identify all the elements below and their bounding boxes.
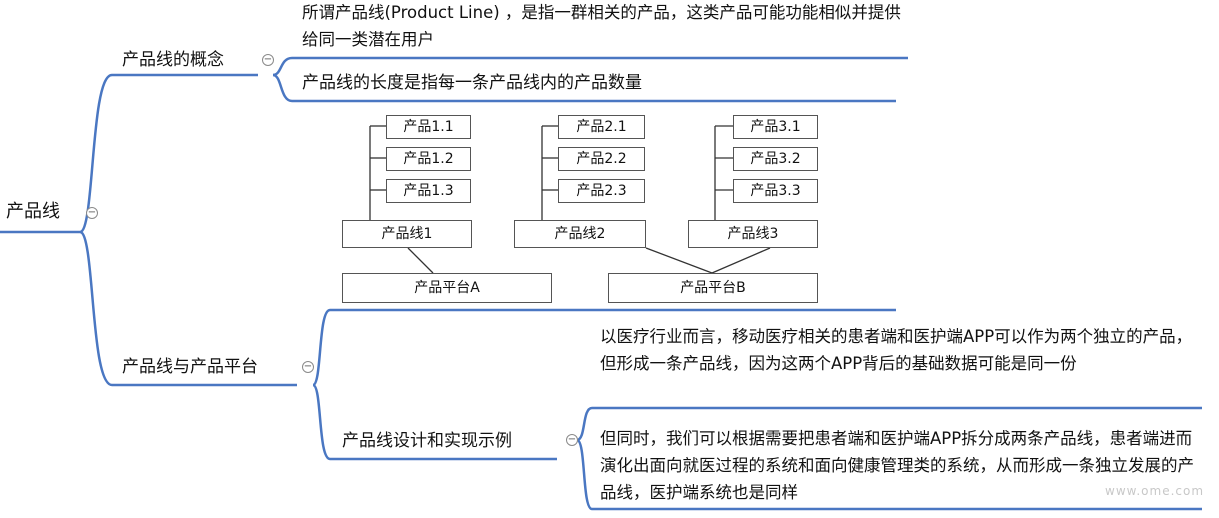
tree-connectors-3 — [714, 125, 733, 220]
concept-def2-text[interactable]: 产品线的长度是指每一条产品线内的产品数量 — [302, 73, 642, 93]
product-line-box[interactable]: 产品线3 — [688, 220, 818, 248]
product-box[interactable]: 产品1.2 — [386, 147, 471, 171]
example-node-label[interactable]: 产品线设计和实现示例 — [342, 431, 512, 451]
platform-connectors — [407, 247, 771, 274]
platform-to-diagram-curve — [311, 308, 896, 387]
example-collapse-icon[interactable]: − — [566, 434, 578, 446]
tree-connectors-1 — [369, 125, 386, 220]
product-line-box[interactable]: 产品线1 — [342, 220, 472, 248]
product-box[interactable]: 产品3.2 — [733, 147, 818, 171]
example-to-example-desc-curve — [575, 438, 1202, 511]
example-to-desc-curve — [576, 406, 1202, 442]
product-box[interactable]: 产品1.1 — [386, 115, 471, 139]
platform-collapse-icon[interactable]: − — [302, 361, 314, 373]
platform-to-example-curve — [311, 383, 557, 461]
root-to-platform-curve — [78, 230, 297, 387]
product-platform-box[interactable]: 产品平台A — [342, 273, 552, 303]
watermark-text: www.ome.com — [1105, 484, 1205, 498]
product-box[interactable]: 产品1.3 — [386, 179, 471, 203]
concept-to-def2-curve — [272, 73, 896, 103]
platform-node-label[interactable]: 产品线与产品平台 — [122, 357, 258, 377]
product-box[interactable]: 产品2.2 — [558, 147, 645, 171]
product-line-box[interactable]: 产品线2 — [514, 220, 646, 248]
root-to-concept-curve — [78, 73, 258, 234]
concept-def1-text[interactable]: 所谓产品线(Product Line) ，是指一群相关的产品，这类产品可能功能相… — [302, 3, 901, 49]
concept-collapse-icon[interactable]: − — [262, 54, 274, 66]
concept-node-label[interactable]: 产品线的概念 — [122, 50, 224, 70]
product-box[interactable]: 产品3.1 — [733, 115, 818, 139]
tree-connectors-2 — [541, 125, 558, 220]
root-collapse-icon[interactable]: − — [86, 207, 98, 219]
product-box[interactable]: 产品2.1 — [558, 115, 645, 139]
product-box[interactable]: 产品2.3 — [558, 179, 645, 203]
example-desc-text[interactable]: 但同时，我们可以根据需要把患者端和医护端APP拆分成两条产品线，患者端进而演化出… — [600, 429, 1194, 502]
product-box[interactable]: 产品3.3 — [733, 179, 818, 203]
platform-desc-text[interactable]: 以医疗行业而言，移动医疗相关的患者端和医护端APP可以作为两个独立的产品，但形成… — [600, 327, 1193, 373]
product-platform-box[interactable]: 产品平台B — [608, 273, 818, 303]
root-node-label[interactable]: 产品线 — [6, 201, 60, 222]
